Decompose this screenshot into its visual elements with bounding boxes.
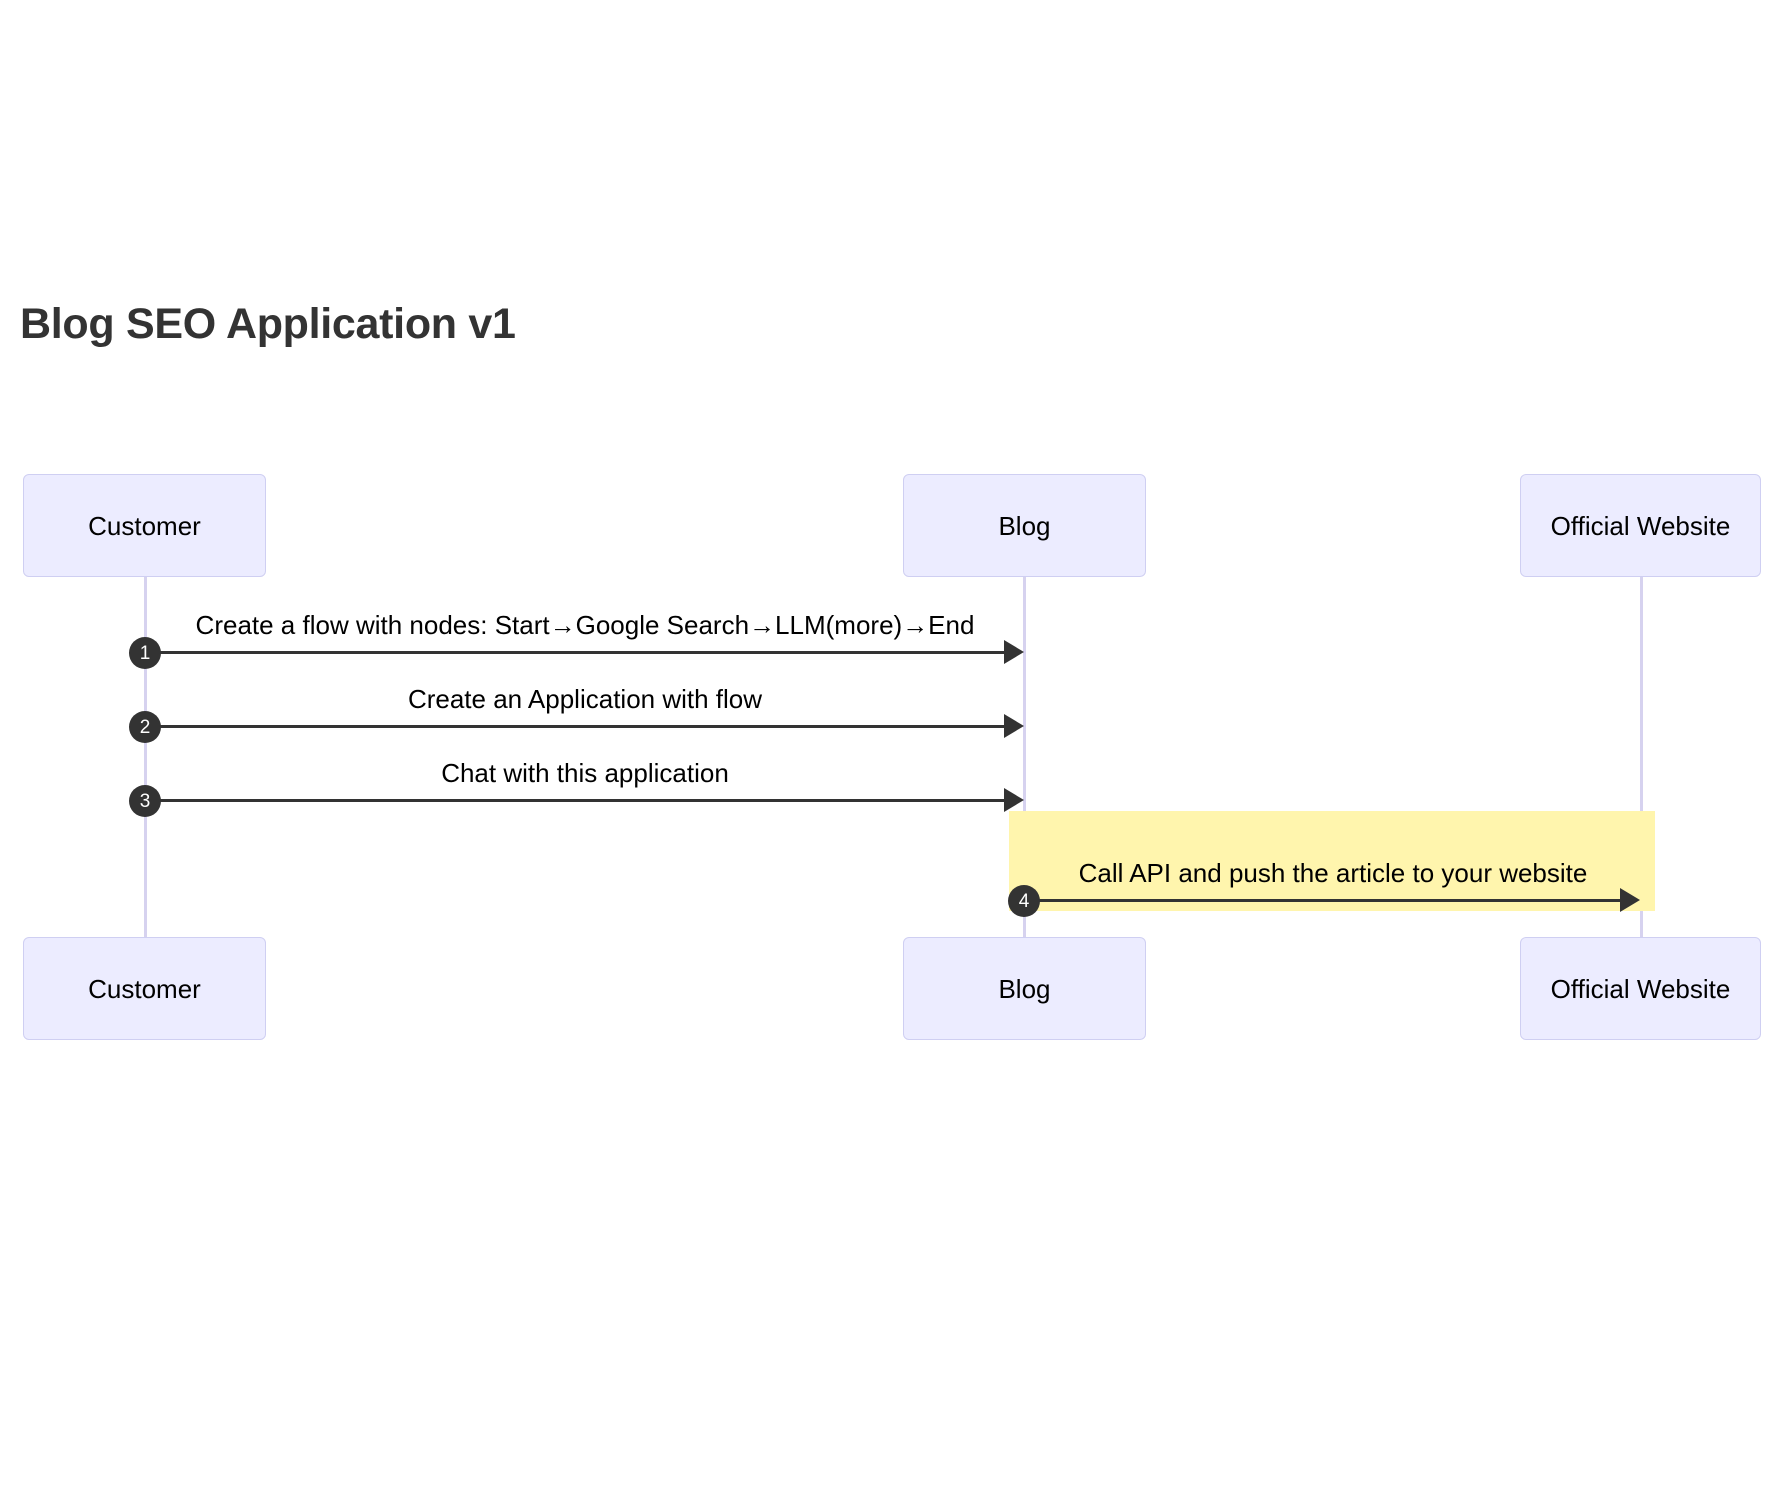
message-label-3: Chat with this application	[441, 758, 729, 788]
participant-box-official-website-top[interactable]: Official Website	[1520, 474, 1761, 577]
message-arrowhead-4	[1620, 888, 1640, 912]
participant-label-blog-top: Blog	[998, 510, 1051, 541]
participant-box-customer-top[interactable]: Customer	[23, 474, 266, 577]
lifeline-blog	[1023, 577, 1026, 947]
lifeline-official-website	[1640, 577, 1643, 947]
participant-box-customer-bottom[interactable]: Customer	[23, 937, 266, 1040]
message-line-3	[145, 799, 1006, 802]
participant-label-blog-bottom: Blog	[998, 973, 1051, 1004]
message-sequence-badge-2: 2	[129, 711, 161, 743]
page-title: Blog SEO Application v1	[20, 300, 516, 348]
highlight-band-message-4	[1009, 811, 1655, 911]
message-label-4: Call API and push the article to your we…	[1078, 858, 1588, 888]
message-label-1: Create a flow with nodes: Start→Google S…	[195, 610, 975, 640]
participant-label-customer-top: Customer	[88, 510, 201, 541]
participant-label-official-website-bottom: Official Website	[1550, 973, 1731, 1004]
participant-box-official-website-bottom[interactable]: Official Website	[1520, 937, 1761, 1040]
message-line-2	[145, 725, 1006, 728]
message-sequence-badge-1: 1	[129, 637, 161, 669]
message-arrowhead-3	[1004, 788, 1024, 812]
participant-label-official-website-top: Official Website	[1550, 510, 1731, 541]
lifeline-customer	[144, 577, 147, 947]
message-line-4	[1024, 899, 1622, 902]
message-line-1	[145, 651, 1006, 654]
message-arrowhead-1	[1004, 640, 1024, 664]
participant-box-blog-top[interactable]: Blog	[903, 474, 1146, 577]
message-sequence-badge-4: 4	[1008, 885, 1040, 917]
message-label-2: Create an Application with flow	[407, 684, 763, 714]
message-sequence-badge-3: 3	[129, 785, 161, 817]
participant-box-blog-bottom[interactable]: Blog	[903, 937, 1146, 1040]
participant-label-customer-bottom: Customer	[88, 973, 201, 1004]
message-arrowhead-2	[1004, 714, 1024, 738]
